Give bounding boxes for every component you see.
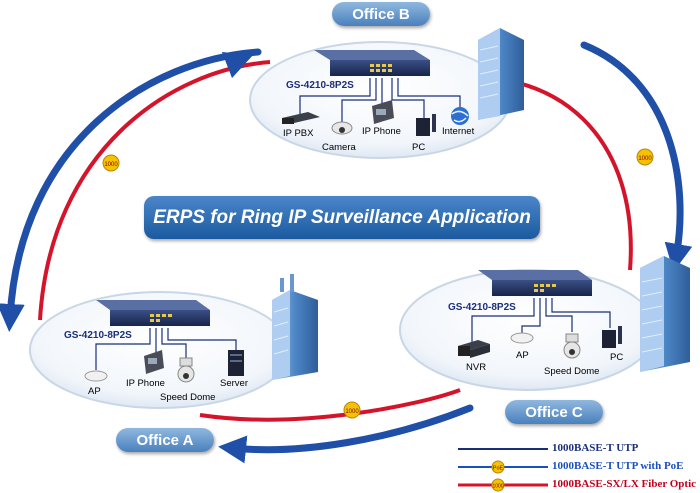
office-c-building-icon: [640, 256, 690, 372]
nvr-icon: [458, 340, 490, 358]
office-a-device-label: IP Phone: [126, 378, 165, 389]
office-a-switch: [96, 300, 210, 326]
office-b-building-icon: [478, 28, 524, 120]
office-b-device-label: Camera: [322, 142, 357, 153]
diagram-title: ERPS for Ring IP Surveillance Applicatio…: [144, 196, 540, 239]
office-a-links: [95, 328, 237, 370]
svg-text:1000: 1000: [345, 409, 359, 415]
ip-phone-icon: [144, 350, 164, 374]
camera-icon: [331, 121, 353, 135]
legend-lines: PoE 1000: [458, 448, 548, 492]
office-a-switch-label: GS-4210-8P2S: [64, 330, 132, 341]
speed-dome-icon: [177, 357, 195, 383]
pc-icon: [416, 114, 436, 136]
ip-pbx-icon: [282, 112, 320, 124]
svg-text:1000: 1000: [104, 162, 118, 168]
ap-icon: [510, 332, 534, 344]
fiber-badge-icon: [491, 478, 505, 492]
office-c-links: [471, 298, 611, 342]
arrow-c-to-a: [218, 404, 474, 464]
fiber-badge-right: 1000: [636, 148, 654, 166]
office-a-device-label: Server: [220, 378, 248, 389]
office-c-device-label: AP: [516, 350, 529, 361]
office-a-building-icon: [272, 274, 318, 380]
office-a-device-label: AP: [88, 386, 101, 397]
office-b-label: Office B: [332, 2, 430, 26]
office-a-device-label: Speed Dome: [160, 392, 215, 403]
office-b-switch: [314, 50, 430, 76]
server-icon: [228, 350, 244, 376]
speed-dome-icon: [563, 333, 581, 359]
office-c-switch-label: GS-4210-8P2S: [448, 302, 516, 313]
office-a-label: Office A: [116, 428, 214, 452]
fiber-badge-bottom: 1000: [343, 401, 361, 419]
pc-icon: [602, 326, 622, 348]
ring-arrows: [0, 41, 693, 464]
office-c-group: GS-4210-8P2S NVR AP Speed Dome PC: [399, 256, 690, 391]
arrow-b-to-a: [0, 48, 262, 332]
legend-poe-label: 1000BASE-T UTP with PoE: [552, 460, 684, 472]
office-c-device-label: PC: [610, 352, 623, 363]
legend-utp-label: 1000BASE-T UTP: [552, 442, 639, 454]
office-b-device-label: IP Phone: [362, 126, 401, 137]
ip-phone-icon: [372, 100, 394, 124]
office-b-device-label: IP PBX: [283, 128, 314, 139]
office-c-device-label: NVR: [466, 362, 486, 373]
office-c-device-label: Speed Dome: [544, 366, 599, 377]
poe-badge-icon: [491, 460, 505, 474]
office-b-device-label: PC: [412, 142, 425, 153]
office-c-switch: [478, 270, 592, 296]
svg-text:PoE: PoE: [493, 466, 504, 472]
office-b-device-label: Internet: [442, 126, 475, 137]
ap-icon: [84, 370, 108, 382]
fiber-badges: 1000 1000 1000: [102, 148, 654, 419]
svg-text:1000: 1000: [492, 484, 503, 490]
office-b-links: [299, 78, 461, 124]
office-c-label: Office C: [505, 400, 603, 424]
internet-icon: [451, 107, 469, 125]
legend-fiber-label: 1000BASE-SX/LX Fiber Optic: [552, 478, 697, 490]
svg-text:1000: 1000: [638, 156, 652, 162]
office-b-switch-label: GS-4210-8P2S: [286, 80, 354, 91]
office-a-group: GS-4210-8P2S AP IP Phone Server Speed Do…: [29, 274, 318, 409]
fiber-badge-left: 1000: [102, 154, 120, 172]
arrow-b-to-c: [580, 41, 693, 272]
office-b-group: GS-4210-8P2S IP PBX: [249, 28, 524, 159]
